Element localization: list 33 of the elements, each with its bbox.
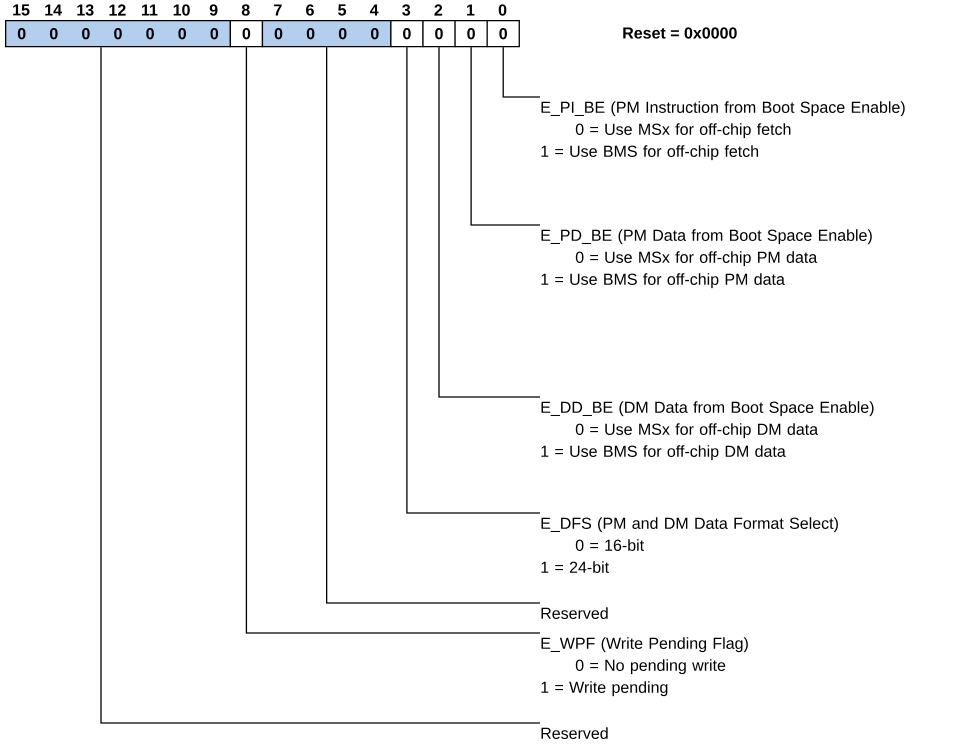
bit-number: 1 [467,4,474,16]
register-field: 0 [454,20,488,48]
reset-value-label: Reset = 0x0000 [623,27,737,39]
bit-number: 10 [174,4,190,16]
bit-number: 5 [338,4,346,16]
leader-line [406,47,540,514]
field-description: E_DFS (PM and DM Data Format Select) 0 = 16-bit 1 = 24-bit [541,517,838,573]
leader-line [438,47,540,398]
register-field: 0 [230,20,264,48]
field-description: E_WPF (Write Pending Flag) 0 = No pending write 1 = Write pending [541,637,748,696]
bit-number: 4 [370,4,379,16]
field-description: E_PI_BE (PM Instruction from Boot Space Enable) 0 = Use MSx for off-chip fetch 1 = Use BMS for off-chip fetch [541,101,905,160]
bit-number: 3 [402,4,410,16]
field-description: Reserved [542,607,608,619]
leader-line [502,47,540,98]
field-description: E_DD_BE (DM Data from Boot Space Enable) 0 = Use MSx for off-chip DM data 1 = Use BMS for off-chip DM data [541,401,874,460]
register-field: 0 0 0 0 [262,20,392,48]
leader-line [326,47,540,604]
register-field: 0 [422,20,456,48]
leader-line [100,47,540,724]
field-description: E_PD_BE (PM Data from Boot Space Enable) 0 = Use MSx for off-chip PM data 1 = Use BMS for off-chip PM data [541,229,872,288]
leader-line [470,47,540,226]
field-description: Reserved [542,727,608,739]
bit-number: 9 [210,4,218,16]
register-field: 0 0 0 0 0 0 0 [5,20,231,48]
bit-number: 6 [306,4,314,16]
bit-number: 2 [434,4,442,16]
bit-number: 0 [498,4,506,16]
register-field: 0 [390,20,424,48]
leader-line [246,47,540,634]
register-field: 0 [486,20,520,48]
bit-number: 7 [274,4,282,16]
bit-number: 8 [242,4,250,16]
